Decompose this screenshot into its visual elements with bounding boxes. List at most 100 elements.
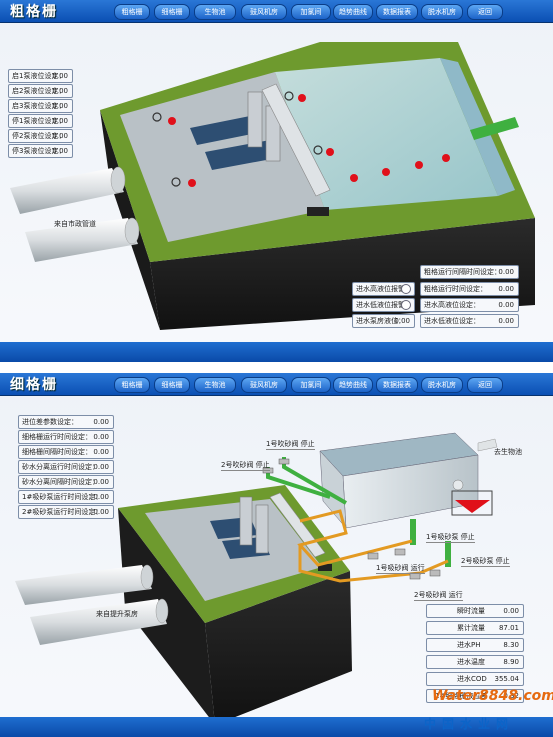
inlet-pipe-1 [15,565,152,605]
inlet-pipe-2-end [155,598,169,624]
blow-valve-1[interactable] [278,458,290,465]
equipment-status-label: 2号吸砂泵 停止 [461,557,510,567]
watermark-site: 中国水业网 [424,717,515,731]
nav-fine-screen[interactable]: 细格栅 [154,4,190,20]
setpoint-field[interactable]: 2#吸砂泵运行时间设定：0.00 [18,505,114,519]
conveyor [261,83,331,197]
nav-chlorine-room[interactable]: 加氯间 [291,4,331,20]
nav-bio-tank[interactable]: 生物池 [194,377,236,393]
inlet-pipe-1-end [110,166,126,194]
inlet-pipe-2-end [124,217,140,245]
valve-2[interactable] [284,91,294,101]
sand-separator-hopper [452,479,464,491]
inlet-pipe-label: 来自提升泵房 [96,610,138,618]
pump-room-level: 进水泵房液位：0.00 [352,314,415,328]
fine-bar-screen-1 [239,496,253,546]
suction-valve-1[interactable] [367,552,379,560]
sand-pump-1 [410,519,416,545]
level-indicator-2 [298,94,306,102]
pump-valve-1[interactable] [394,548,406,556]
equipment-status-label: 1号吸砂阀 运行 [376,564,425,574]
valve-1[interactable] [152,112,162,122]
water-tank-wall [440,58,515,196]
equipment-status-label: 1号吹砂阀 停止 [266,440,315,450]
level-indicator-7 [415,161,423,169]
sand-pump-2 [445,541,451,567]
equipment-status-label: 2号吹砂阀 停止 [221,461,270,471]
level-indicator-5 [350,174,358,182]
nav-coarse-screen[interactable]: 粗格栅 [114,4,150,20]
inlet-pipe-1-end [140,564,154,590]
equipment-status-label: 2号吸砂阀 运行 [414,591,463,601]
nav-bio-tank[interactable]: 生物池 [194,4,236,20]
valve-3[interactable] [313,145,323,155]
high-level-alarm: 进水高液位报警 [352,282,415,296]
nav-data-report[interactable]: 数据报表 [376,4,418,20]
valve-4[interactable] [171,177,181,187]
inlet-pipe-2 [25,218,138,262]
channel-2 [205,140,277,170]
outlet-flow-label: 去生物池 [494,448,522,456]
setpoint-field[interactable]: 启1泵液位设定：0.00 [8,69,73,83]
level-indicator-1 [168,117,176,125]
screen-motor [307,207,329,216]
setpoint-field[interactable]: 进水低液位设定：0.00 [420,314,519,328]
setpoint-field[interactable]: 粗格运行时间设定：0.00 [420,282,519,296]
coarse-screen-panel: 粗格栅 粗格栅 细格栅 生物池 鼓风机房 加氯间 趋势曲线 数据报表 脱水机房 … [0,0,553,362]
nav-trend-curve[interactable]: 趋势曲线 [333,377,373,393]
nav-coarse-screen[interactable]: 粗格栅 [114,377,150,393]
outlet-pipe [477,438,498,452]
top-footer-bar [0,342,553,362]
setpoint-field[interactable]: 粗格运行间隔时间设定：0.00 [420,265,519,279]
nav-fine-screen[interactable]: 细格栅 [154,377,190,393]
setpoint-field[interactable]: 砂水分离间隔时间设定：0.00 [18,475,114,489]
setpoint-field[interactable]: 启2泵液位设定：0.00 [8,84,73,98]
channel-1 [190,115,262,145]
page-title: 细格栅 [10,377,58,393]
setpoint-field[interactable]: 进水高液位设定：0.00 [420,298,519,312]
nav-dewater-room[interactable]: 脱水机房 [421,4,463,20]
nav-blower-room[interactable]: 鼓风机房 [241,377,287,393]
setpoint-field[interactable]: 停2泵液位设定：0.00 [8,129,73,143]
pump-valve-2[interactable] [429,569,441,577]
inlet-pipe-label: 来自市政管道 [54,220,96,228]
nav-return[interactable]: 返回 [467,377,503,393]
watermark-brand: Water8848.com [432,688,553,704]
nav-dewater-room[interactable]: 脱水机房 [421,377,463,393]
level-indicator-4 [188,179,196,187]
setpoint-field[interactable]: 1#吸砂泵运行时间设定：0.00 [18,490,114,504]
inlet-pipe-2 [30,599,167,645]
setpoint-field[interactable]: 砂水分离运行时间设定：0.00 [18,460,114,474]
setpoint-field[interactable]: 停3泵液位设定：0.00 [8,144,73,158]
setpoint-field[interactable]: 停1泵液位设定：0.00 [8,114,73,128]
water-tank [275,58,498,210]
inlet-pipe-1 [10,168,124,214]
nav-blower-room[interactable]: 鼓风机房 [241,4,287,20]
setpoint-field[interactable]: 启3泵液位设定：0.00 [8,99,73,113]
setpoint-field[interactable]: 细格栅间隔时间设定：0.00 [18,445,114,459]
sand-separator [455,500,490,513]
fine-screen-motor [318,564,332,571]
fine-screen-panel: 细格栅 粗格栅 细格栅 生物池 鼓风机房 加氯间 趋势曲线 数据报表 脱水机房 … [0,373,553,737]
nav-return[interactable]: 返回 [467,4,503,20]
setpoint-field[interactable]: 进位差参数设定：0.00 [18,415,114,429]
sand-separator-frame [451,490,493,516]
setpoint-field[interactable]: 细格栅运行时间设定：0.00 [18,430,114,444]
nav-data-report[interactable]: 数据报表 [376,377,418,393]
fine-screen-scene [15,432,498,725]
ground-front-face [205,571,352,725]
page-title: 粗格栅 [10,4,58,20]
nav-chlorine-room[interactable]: 加氯间 [291,377,331,393]
sand-pipe-2 [298,545,449,583]
sand-pipe-1 [297,509,413,567]
level-indicator-6 [382,168,390,176]
level-indicator-3 [326,148,334,156]
nav-trend-curve[interactable]: 趋势曲线 [333,4,373,20]
green-outlet-pipe [470,117,519,140]
alarm-indicator-icon [401,284,411,294]
